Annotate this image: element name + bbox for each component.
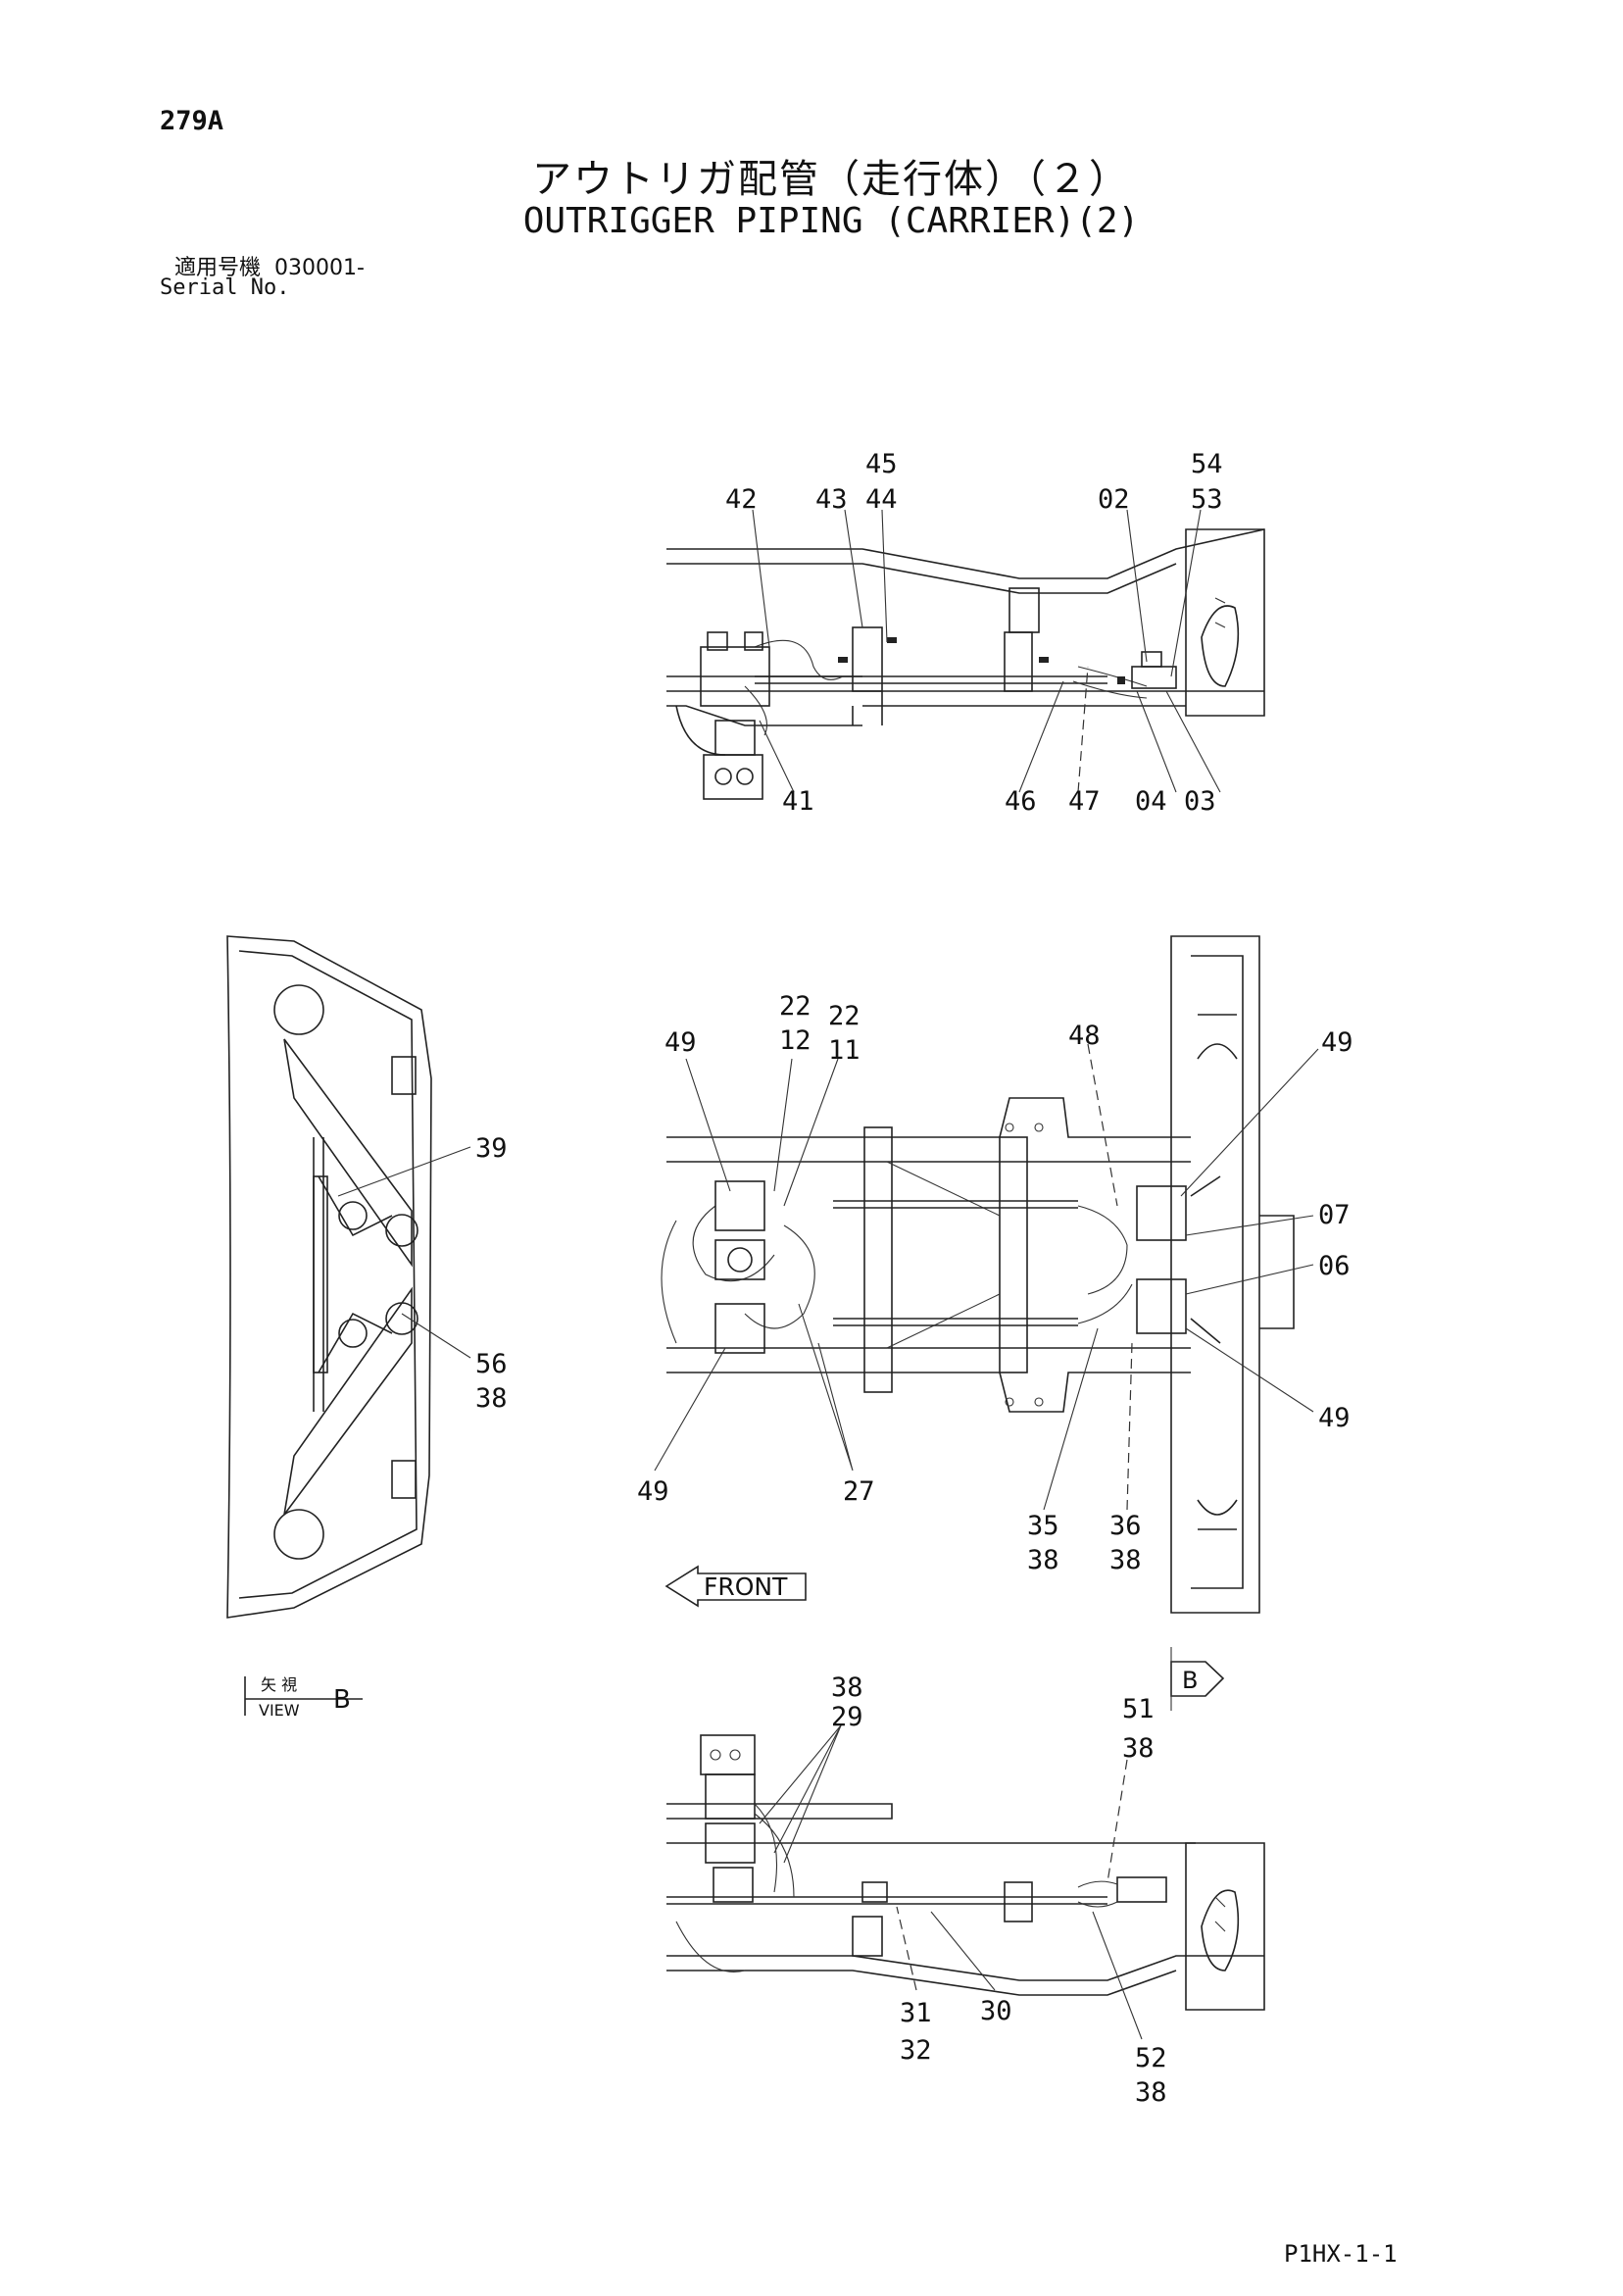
view-b-letter: B xyxy=(1182,1667,1198,1694)
top-view xyxy=(666,509,1265,800)
serial-label-en: Serial No. xyxy=(160,275,290,300)
serial-label-jp: 適用号機 xyxy=(174,256,262,280)
callout-54: 54 xyxy=(1191,449,1223,479)
callout-38-a: 38 xyxy=(1027,1545,1059,1575)
title-japanese: アウトリガ配管（走行体）（２） xyxy=(532,157,1130,202)
callout-32: 32 xyxy=(900,2035,932,2066)
callout-04: 04 xyxy=(1135,786,1167,817)
callout-49-top-right: 49 xyxy=(1321,1027,1353,1058)
callout-39: 39 xyxy=(475,1133,508,1164)
bottom-view xyxy=(666,1724,1265,2040)
callout-47: 47 xyxy=(1068,786,1101,817)
callout-38-bottom-51: 38 xyxy=(1122,1733,1155,1764)
view-label-en: VIEW xyxy=(259,1701,300,1720)
callout-38-b: 38 xyxy=(1109,1545,1142,1575)
callout-38-side: 38 xyxy=(475,1383,508,1414)
front-label: FRONT xyxy=(704,1572,788,1601)
callout-52: 52 xyxy=(1135,2043,1167,2073)
callout-38-bottom-52: 38 xyxy=(1135,2077,1167,2108)
callout-11: 11 xyxy=(828,1035,861,1066)
callout-03: 03 xyxy=(1184,786,1216,817)
view-label xyxy=(244,1676,363,1716)
view-label-letter: B xyxy=(333,1685,351,1715)
callout-49-bottom-left: 49 xyxy=(637,1476,669,1507)
view-label-jp: 矢 視 xyxy=(261,1675,297,1694)
callout-22a: 22 xyxy=(779,991,812,1022)
serial-value: 030001- xyxy=(274,256,365,280)
title-english: OUTRIGGER PIPING (CARRIER)(2) xyxy=(522,201,1140,241)
side-panel xyxy=(226,935,471,1619)
callout-36: 36 xyxy=(1109,1511,1142,1541)
callout-49-bottom-right: 49 xyxy=(1318,1403,1351,1433)
callout-02: 02 xyxy=(1098,484,1130,515)
view-b-marker xyxy=(1170,1647,1225,1711)
callout-41: 41 xyxy=(782,786,814,817)
callout-22b: 22 xyxy=(828,1001,861,1031)
callout-43: 43 xyxy=(815,484,848,515)
callout-38-bottom-top: 38 xyxy=(831,1672,863,1703)
callout-49-top-left: 49 xyxy=(664,1027,697,1058)
callout-56: 56 xyxy=(475,1349,508,1379)
front-arrow xyxy=(664,1565,807,1608)
footer-code: P1HX-1-1 xyxy=(1284,2240,1398,2268)
callout-51: 51 xyxy=(1122,1694,1155,1724)
callout-48: 48 xyxy=(1068,1021,1101,1051)
callout-35: 35 xyxy=(1027,1511,1059,1541)
callout-44: 44 xyxy=(865,484,898,515)
plan-view xyxy=(654,935,1319,1614)
serial-line: 適用号機 030001- xyxy=(174,250,365,281)
callout-07: 07 xyxy=(1318,1200,1351,1230)
callout-42: 42 xyxy=(725,484,758,515)
callout-29: 29 xyxy=(831,1702,863,1732)
callout-06: 06 xyxy=(1318,1251,1351,1281)
callout-31: 31 xyxy=(900,1998,932,2028)
callout-53: 53 xyxy=(1191,484,1223,515)
callout-30: 30 xyxy=(980,1996,1012,2026)
page-number: 279A xyxy=(160,106,224,136)
callout-12: 12 xyxy=(779,1025,812,1056)
callout-45: 45 xyxy=(865,449,898,479)
callout-27: 27 xyxy=(843,1476,875,1507)
callout-46: 46 xyxy=(1005,786,1037,817)
